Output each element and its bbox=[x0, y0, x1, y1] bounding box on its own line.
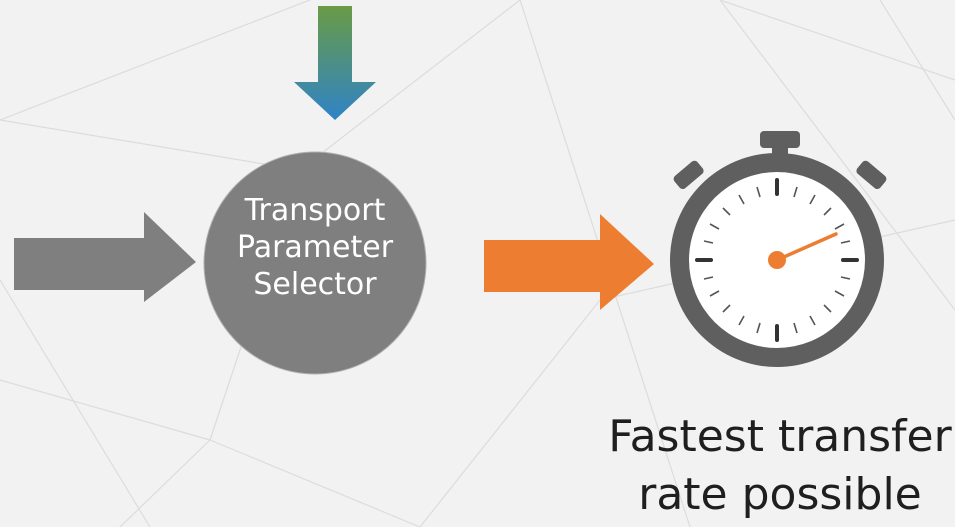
node-label-line-1: Transport bbox=[244, 193, 386, 228]
caption-line-1: Fastest transfer bbox=[608, 411, 952, 462]
node-label-line-2: Parameter bbox=[236, 230, 394, 265]
top-input-arrow bbox=[294, 6, 376, 120]
output-arrow bbox=[484, 214, 654, 310]
left-input-arrow bbox=[14, 212, 196, 302]
transport-parameter-selector-node bbox=[203, 151, 427, 375]
stopwatch-caption: Fastest transfer rate possible bbox=[600, 408, 955, 524]
node-label: Transport Parameter Selector bbox=[205, 192, 425, 303]
caption-line-2: rate possible bbox=[638, 469, 922, 520]
node-label-line-3: Selector bbox=[253, 267, 377, 302]
stopwatch-icon bbox=[670, 131, 887, 367]
